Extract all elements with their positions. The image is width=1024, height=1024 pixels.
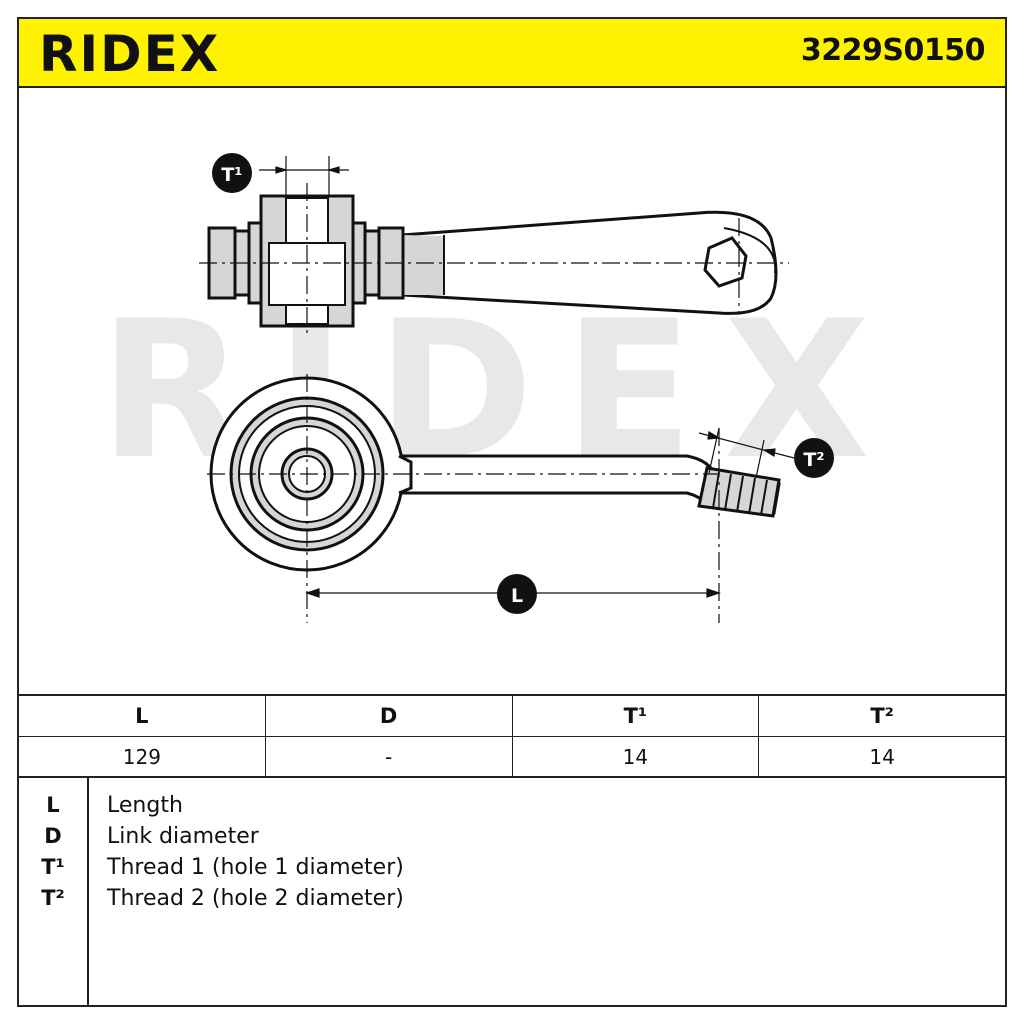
- legend-key-column: [19, 778, 89, 1005]
- legend-item: L Length: [19, 793, 1005, 824]
- t1-dimension: [259, 156, 349, 196]
- brand-logo-text: RIDEX: [39, 29, 220, 77]
- hex-nut: [703, 236, 748, 288]
- t2-callout: T²: [794, 438, 834, 478]
- header-cell-d: D: [266, 696, 513, 736]
- t1-callout-label: T¹: [221, 164, 242, 186]
- legend-text: Length: [107, 793, 183, 818]
- header-bar: RIDEX 3229S0150: [19, 19, 1005, 88]
- l-callout-label: L: [511, 585, 523, 607]
- legend-text: Thread 1 (hole 1 diameter): [107, 855, 404, 880]
- spec-table-value-row: 129 - 14 14: [19, 737, 1005, 776]
- header-cell-l: L: [19, 696, 266, 736]
- value-cell-d: -: [266, 737, 513, 776]
- legend-item: T¹ Thread 1 (hole 1 diameter): [19, 855, 1005, 886]
- legend-key: T²: [41, 886, 65, 910]
- legend-key: T¹: [41, 855, 65, 879]
- bushing-right-cap: [377, 226, 405, 300]
- technical-drawing: RIDEX: [99, 153, 870, 623]
- part-number: 3229S0150: [800, 33, 986, 68]
- value-cell-l: 129: [19, 737, 266, 776]
- header-cell-t1: T¹: [513, 696, 760, 736]
- spec-table-header-row: L D T¹ T²: [19, 696, 1005, 737]
- t1-callout: T¹: [212, 153, 252, 193]
- spec-table: L D T¹ T² 129 - 14 14: [19, 694, 1005, 778]
- t2-callout-label: T²: [803, 449, 824, 471]
- legend: L Length D Link diameter T¹ Thread 1 (ho…: [19, 778, 1005, 1005]
- value-cell-t2: 14: [869, 744, 895, 769]
- legend-text: Thread 2 (hole 2 diameter): [107, 886, 404, 911]
- legend-text: Link diameter: [107, 824, 259, 849]
- legend-key: D: [44, 824, 62, 848]
- legend-item: T² Thread 2 (hole 2 diameter): [19, 886, 1005, 917]
- value-cell-t1: 14: [513, 737, 760, 776]
- header-cell-t2: T²: [870, 704, 894, 728]
- top-view: [199, 183, 789, 333]
- l-callout: L: [497, 574, 537, 614]
- ridex-logo: RIDEX: [39, 29, 220, 77]
- legend-item: D Link diameter: [19, 824, 1005, 855]
- top-view-arm-shade: [402, 235, 444, 295]
- side-view: [207, 374, 781, 623]
- legend-key: L: [46, 793, 60, 817]
- t2-dimension: [698, 427, 795, 479]
- drawing-sheet: RIDEX 3229S0150 RIDEX: [17, 17, 1007, 1007]
